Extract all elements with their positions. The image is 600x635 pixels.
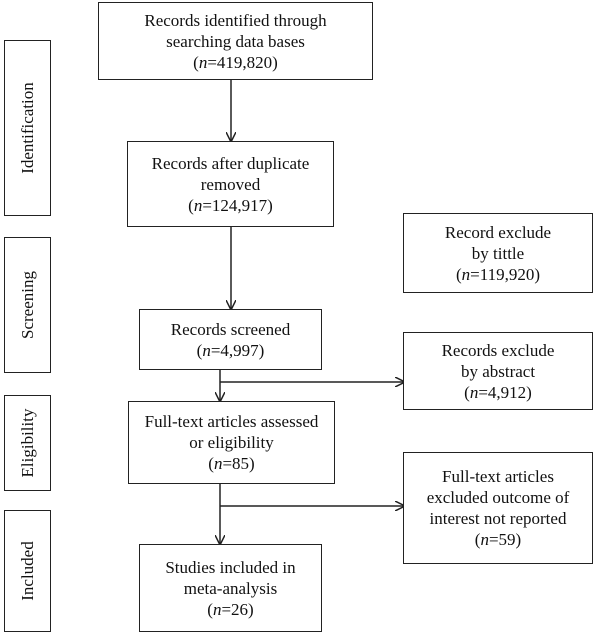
box-excluded-by-title-count: (n=119,920) <box>455 264 541 284</box>
box-excluded-by-title-line1: Record exclude <box>444 222 552 242</box>
box-records-screened-count: (n=4,997) <box>196 340 265 360</box>
box-excluded-by-abstract-count: (n=4,912) <box>464 382 532 402</box>
box-excluded-by-title-line2: by tittle <box>471 243 525 263</box>
box-records-deduplicated-line2: removed <box>200 174 261 194</box>
box-excluded-by-title: Record exclude by tittle (n=119,920) <box>403 213 593 293</box>
box-fulltext-assessed-line1: Full-text articles assessed <box>144 412 319 431</box>
stage-identification: Identification <box>4 40 51 216</box>
box-studies-included-line2: meta-analysis <box>183 578 278 598</box>
box-studies-included-line1: Studies included in <box>165 557 296 577</box>
box-fulltext-assessed: Full-text articles assessed or eligibili… <box>128 401 335 484</box>
box-excluded-by-abstract-line1: Records exclude <box>441 340 555 360</box>
box-records-identified-count: (n=419,820) <box>193 52 278 72</box>
box-fulltext-excluded-line3: interest not reported <box>429 509 567 528</box>
stage-eligibility: Eligibility <box>4 395 51 491</box>
box-fulltext-excluded-line2: excluded outcome of <box>426 488 570 507</box>
box-fulltext-assessed-count: (n=85) <box>208 454 255 473</box>
box-records-screened: Records screened (n=4,997) <box>139 309 322 370</box>
box-studies-included: Studies included in meta-analysis (n=26) <box>139 544 322 632</box>
box-fulltext-excluded: Full-text articles excluded outcome of i… <box>403 452 593 564</box>
box-records-deduplicated: Records after duplicate removed (n=124,9… <box>127 141 334 227</box>
box-records-deduplicated-count: (n=124,917) <box>188 195 273 215</box>
box-records-screened-line1: Records screened <box>170 319 291 339</box>
box-records-identified-line2: searching data bases <box>166 31 305 51</box>
box-excluded-by-abstract-line2: by abstract <box>460 361 536 381</box>
stage-included: Included <box>4 510 51 632</box>
box-fulltext-excluded-count: (n=59) <box>474 530 522 549</box>
box-fulltext-assessed-line2: or eligibility <box>189 433 274 452</box>
box-records-deduplicated-line1: Records after duplicate <box>151 153 310 173</box>
box-records-identified: Records identified through searching dat… <box>98 2 373 80</box>
box-excluded-by-abstract: Records exclude by abstract (n=4,912) <box>403 332 593 410</box>
stage-screening: Screening <box>4 237 51 373</box>
box-studies-included-count: (n=26) <box>207 599 254 619</box>
box-fulltext-excluded-line1: Full-text articles <box>442 467 554 486</box>
box-records-identified-line1: Records identified through <box>144 10 327 30</box>
